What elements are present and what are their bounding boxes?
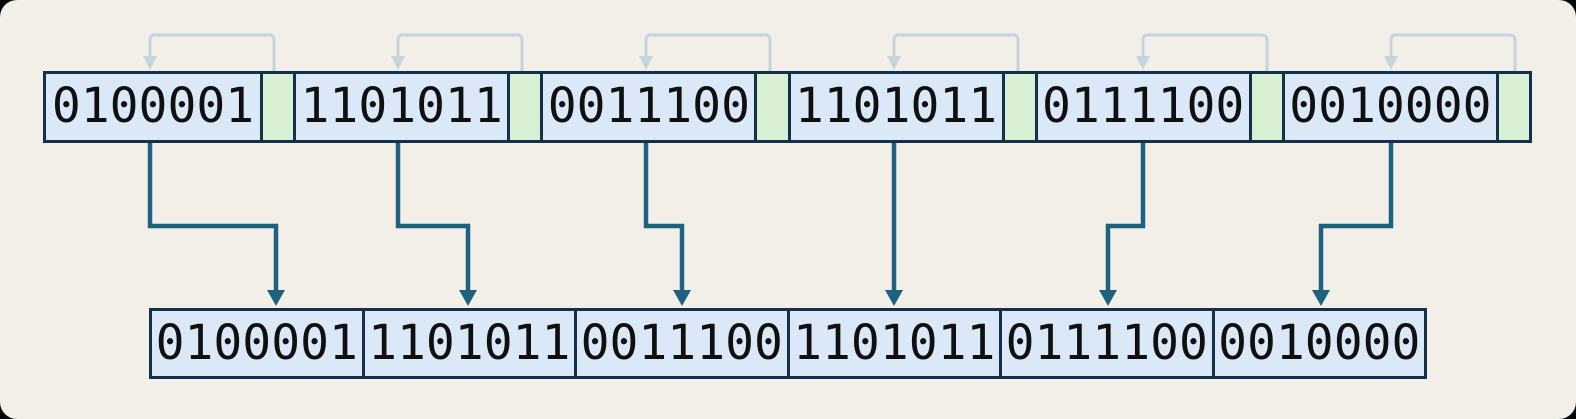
decoded-bits: 1101011 [368,314,571,371]
payload-move-arrow-icon [395,143,477,306]
decoded-bit-row: 0100001 1101011 0011100 1101011 0111100 … [149,308,1427,379]
encoded-byte-row: 0100001 1101011 0011100 1101011 0111100 … [43,71,1532,143]
payload-move-arrow-icon [147,143,285,306]
continuation-flag-cell [1495,74,1530,140]
encoded-bits: 0010000 [1289,78,1492,134]
payload-move-arrow-icon [643,143,691,306]
encoded-byte-cell: 0100001 [46,74,260,140]
payload-move-arrow-icon [885,143,903,306]
flag-loop-arrow-icon [1384,33,1517,71]
decoded-bits-cell: 1101011 [786,311,999,376]
encoded-bits: 1101011 [300,78,503,134]
continuation-flag-cell [1248,74,1282,140]
flag-loop-arrow-icon [639,33,772,71]
continuation-flag-cell [260,74,294,140]
continuation-flag-cell [754,74,788,140]
flag-loop-arrow-icon [1136,33,1269,71]
encoded-bits: 0100001 [51,78,255,134]
encoded-byte-cell: 1101011 [293,74,508,140]
decoded-bits: 0100001 [155,314,358,371]
decoded-bits: 0011100 [580,314,783,371]
encoded-bits: 0111100 [1042,78,1245,134]
decoded-bits-cell: 0100001 [152,311,362,376]
decoded-bits-cell: 0010000 [1211,311,1424,376]
decoded-bits-cell: 0111100 [999,311,1212,376]
decoded-bits-cell: 1101011 [361,311,574,376]
continuation-flag-cell [507,74,541,140]
encoded-byte-cell: 0011100 [540,74,755,140]
flag-loop-arrow-icon [887,33,1020,71]
decoded-bits: 0111100 [1005,314,1208,371]
decoded-bits: 0010000 [1218,314,1421,371]
encoded-bits: 0011100 [547,78,750,134]
continuation-flag-cell [1001,74,1035,140]
flag-loop-arrow-icon [143,33,276,71]
flag-loop-arrow-icon [391,33,524,71]
decoded-bits: 1101011 [793,314,996,371]
encoded-byte-cell: 0010000 [1281,74,1496,140]
encoded-bits: 1101011 [794,78,998,134]
encoded-byte-cell: 0111100 [1034,74,1249,140]
encoded-byte-cell: 1101011 [787,74,1002,140]
payload-move-arrow-icon [1099,143,1146,306]
decoded-bits-cell: 0011100 [574,311,787,376]
payload-move-arrow-icon [1312,143,1394,306]
